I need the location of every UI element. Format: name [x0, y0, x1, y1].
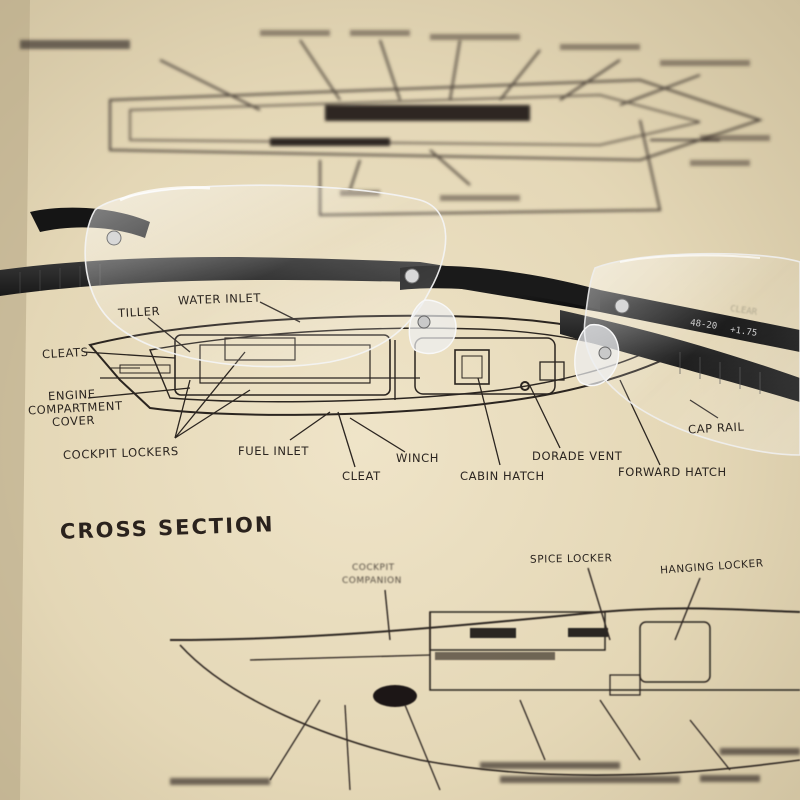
- label-fuel-inlet: FUEL INLET: [238, 444, 310, 458]
- label-cover: COVER: [51, 412, 96, 430]
- label-forward-hatch: FORWARD HATCH: [618, 465, 727, 479]
- bottom-blurred-text-marks: [170, 748, 800, 785]
- page-edge-shadow: [0, 0, 30, 800]
- label-water-inlet: WATER INLET: [177, 290, 262, 308]
- left-bridge-screw: [404, 268, 420, 284]
- label-cleats: CLEATS: [41, 344, 89, 362]
- left-hinge-screw: [106, 230, 122, 246]
- label-cleat: CLEAT: [342, 469, 381, 483]
- cross-section-engine-block: [373, 685, 417, 707]
- bridge: [400, 265, 600, 310]
- right-nose-pad: [574, 324, 620, 387]
- label-cockpit: COCKPIT: [352, 563, 395, 573]
- right-lens: [583, 252, 800, 456]
- label-dorade-vent: DORADE VENT: [532, 449, 623, 463]
- eyeglasses: [0, 184, 800, 456]
- label-cap-rail: CAP RAIL: [687, 419, 745, 437]
- cross-section-diagram: [169, 567, 800, 791]
- left-nose-pad: [408, 299, 457, 355]
- left-lens: [84, 184, 447, 368]
- label-spice-locker: SPICE LOCKER: [529, 552, 613, 566]
- right-bridge-screw: [614, 298, 630, 314]
- label-cabin-hatch: CABIN HATCH: [460, 469, 545, 483]
- label-winch: WINCH: [396, 451, 440, 465]
- label-companion: COMPANION: [342, 576, 402, 586]
- label-tiller: TILLER: [117, 303, 161, 321]
